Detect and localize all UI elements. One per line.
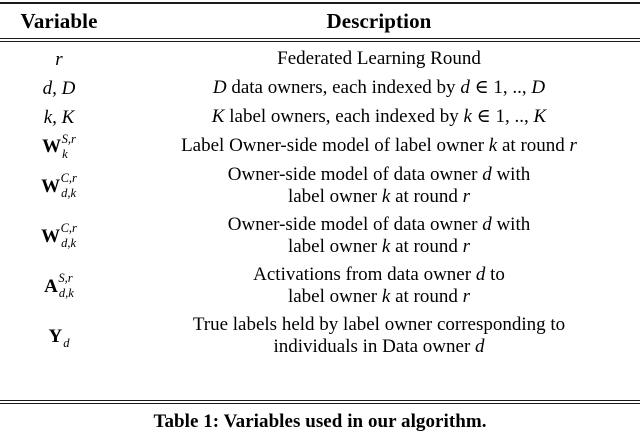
variable-superscript: S,r: [58, 271, 73, 286]
variable-superscript: [63, 322, 66, 335]
cell-variable: d, D: [0, 79, 118, 98]
table-header-rule: [0, 38, 640, 42]
table-header-row: Variable Description: [0, 4, 640, 38]
variable-base: k, K: [43, 107, 75, 128]
table-body: r Federated Learning Round d, D D data owne…: [0, 42, 640, 400]
variable-base: A: [44, 275, 58, 297]
table-row: d, D D data owners, each indexed by d ∈ 1…: [0, 74, 640, 103]
variable-subscript: k: [62, 146, 68, 161]
table-row: k, K K label owners, each indexed by k ∈ …: [0, 103, 640, 132]
variable-symbol: k, K: [44, 108, 75, 127]
cell-variable: r: [0, 50, 118, 69]
variable-symbol: Y d: [48, 322, 70, 350]
variable-indices: d: [63, 322, 70, 350]
description-line: Activations from data owner d to: [253, 263, 505, 285]
variable-base: Y: [48, 325, 63, 347]
description-line: Owner-side model of data owner d with: [227, 163, 531, 185]
cell-description: K label owners, each indexed by k ∈ 1, .…: [118, 106, 640, 128]
description-line: True labels held by label owner correspo…: [192, 313, 566, 335]
description-line: D data owners, each indexed by d ∈ 1, ..…: [212, 77, 546, 99]
table-row: Y d True labels held by label owner corre…: [0, 311, 640, 361]
description-line: label owner k at round r: [287, 186, 471, 207]
header-label-description: Description: [326, 8, 432, 33]
description-line: label owner k at round r: [287, 286, 471, 307]
description-line: Owner-side model of data owner d with: [227, 213, 531, 235]
header-cell-variable: Variable: [0, 9, 118, 34]
variable-base: W: [41, 225, 61, 247]
header-label-variable: Variable: [20, 8, 98, 33]
cell-description: Label Owner-side model of label owner k …: [118, 135, 640, 157]
variable-superscript: S,r: [61, 131, 76, 146]
variable-subscript: d,k: [61, 236, 77, 250]
table-top-rule: [0, 2, 640, 4]
variable-base: W: [42, 136, 62, 157]
table-row: r Federated Learning Round: [0, 45, 640, 74]
description-line: Label Owner-side model of label owner k …: [181, 135, 577, 157]
variable-base: W: [41, 175, 61, 197]
description-line: K label owners, each indexed by k ∈ 1, .…: [211, 106, 547, 128]
cell-description: Federated Learning Round: [118, 48, 640, 70]
variable-superscript: C,r: [60, 171, 77, 186]
cell-variable: Y d: [0, 322, 118, 350]
variable-subscript: d,k: [58, 286, 74, 300]
variable-subscript: d: [63, 336, 70, 350]
description-line: Federated Learning Round: [277, 48, 481, 70]
description-line: label owner k at round r: [287, 236, 471, 257]
description-line: individuals in Data owner d: [273, 336, 485, 357]
table-caption: Table 1: Variables used in our algorithm…: [153, 411, 487, 432]
cell-description: True labels held by label owner correspo…: [118, 314, 640, 359]
header-cell-description: Description: [118, 9, 640, 34]
cell-variable: k, K: [0, 108, 118, 127]
variable-base: r: [55, 49, 63, 70]
variable-symbol: d, D: [43, 79, 76, 98]
variable-symbol: r: [55, 50, 62, 69]
variable-base: d, D: [42, 78, 76, 99]
table-bottom-rule: [0, 400, 640, 404]
cell-description: D data owners, each indexed by d ∈ 1, ..…: [118, 77, 640, 99]
variable-subscript: d,k: [61, 186, 77, 200]
variable-superscript: C,r: [60, 221, 77, 236]
